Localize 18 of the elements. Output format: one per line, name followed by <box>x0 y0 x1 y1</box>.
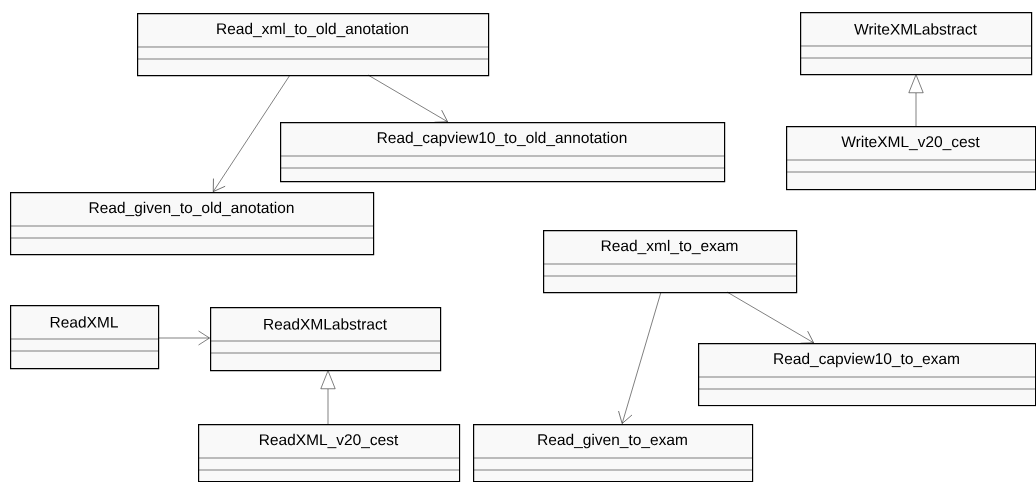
class-box: Read_given_to_old_anotation <box>9 192 375 256</box>
class-box: ReadXMLabstract <box>209 307 442 372</box>
generalization-arrow <box>320 370 336 425</box>
class-box: Read_xml_to_exam <box>542 230 798 294</box>
class-box: Read_capview10_to_old_annotation <box>279 122 726 183</box>
generalization-arrow <box>908 74 924 127</box>
class-box: ReadXML <box>9 305 160 370</box>
class-box: ReadXML_v20_cest <box>197 424 461 482</box>
association-arrow <box>367 74 448 123</box>
association-arrow <box>157 330 210 346</box>
class-box: Read_xml_to_old_anotation <box>136 13 490 77</box>
class-box: WriteXMLabstract <box>799 12 1033 76</box>
class-box: WriteXML_v20_cest <box>785 126 1036 191</box>
association-arrow <box>618 291 662 424</box>
class-box: Read_given_to_exam <box>472 424 754 482</box>
class-box: Read_capview10_to_exam <box>697 343 1036 407</box>
association-arrow <box>213 74 291 192</box>
association-arrow <box>726 291 814 344</box>
